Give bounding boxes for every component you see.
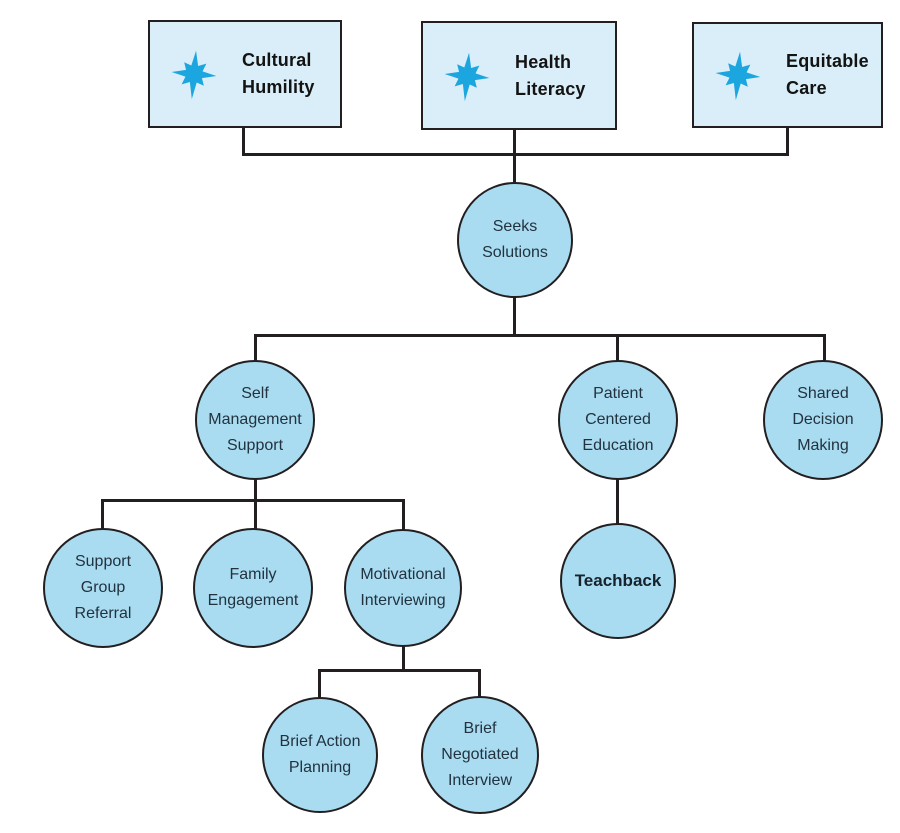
starburst-icon [166,45,222,103]
connector-line [101,499,405,502]
node-cultural-humility: Cultural Humility [148,20,342,128]
connector-line [254,334,826,337]
node-seeks-solutions: Seeks Solutions [457,182,573,298]
connector-line [616,334,619,363]
node-shared-decision-making: Shared Decision Making [763,360,883,480]
connector-line [786,127,789,156]
connector-line [318,669,481,672]
starburst-icon [710,46,766,104]
node-label: Seeks Solutions [482,218,548,261]
node-label: Equitable Care [786,51,869,98]
node-label: Cultural Humility [242,50,315,97]
connector-line [402,499,405,531]
connector-line [402,645,405,672]
node-motivational-interviewing: Motivational Interviewing [344,529,462,647]
node-label: Motivational Interviewing [360,566,446,609]
node-support-group-referral: Support Group Referral [43,528,163,648]
connector-line [254,334,257,363]
starburst-icon [439,47,495,105]
node-equitable-care: Equitable Care [692,22,883,128]
node-teachback: Teachback [560,523,676,639]
node-label: Health Literacy [515,51,586,99]
node-brief-action-planning: Brief Action Planning [262,697,378,813]
node-label: Family Engagement [207,566,299,609]
connector-line [513,296,516,336]
node-label: Brief Action Planning [279,733,361,776]
node-patient-centered-education: Patient Centered Education [558,360,678,480]
connector-line [318,669,321,698]
node-label: Teachback [574,571,662,591]
node-label: Support Group Referral [74,553,132,622]
node-self-management-support: Self Management Support [195,360,315,480]
connector-line [616,477,619,525]
node-label: Patient Centered Education [582,385,654,454]
node-health-literacy: Health Literacy [421,21,617,130]
node-label: Self Management Support [208,385,302,454]
node-label: Shared Decision Making [792,385,854,454]
connector-line [254,477,257,530]
node-brief-negotiated-interview: Brief Negotiated Interview [421,696,539,814]
node-label: Brief Negotiated Interview [441,720,519,789]
node-family-engagement: Family Engagement [193,528,313,648]
connector-line [478,669,481,698]
connector-line [101,499,104,530]
connector-line [513,130,516,184]
connector-line [242,128,245,156]
connector-line [823,334,826,363]
